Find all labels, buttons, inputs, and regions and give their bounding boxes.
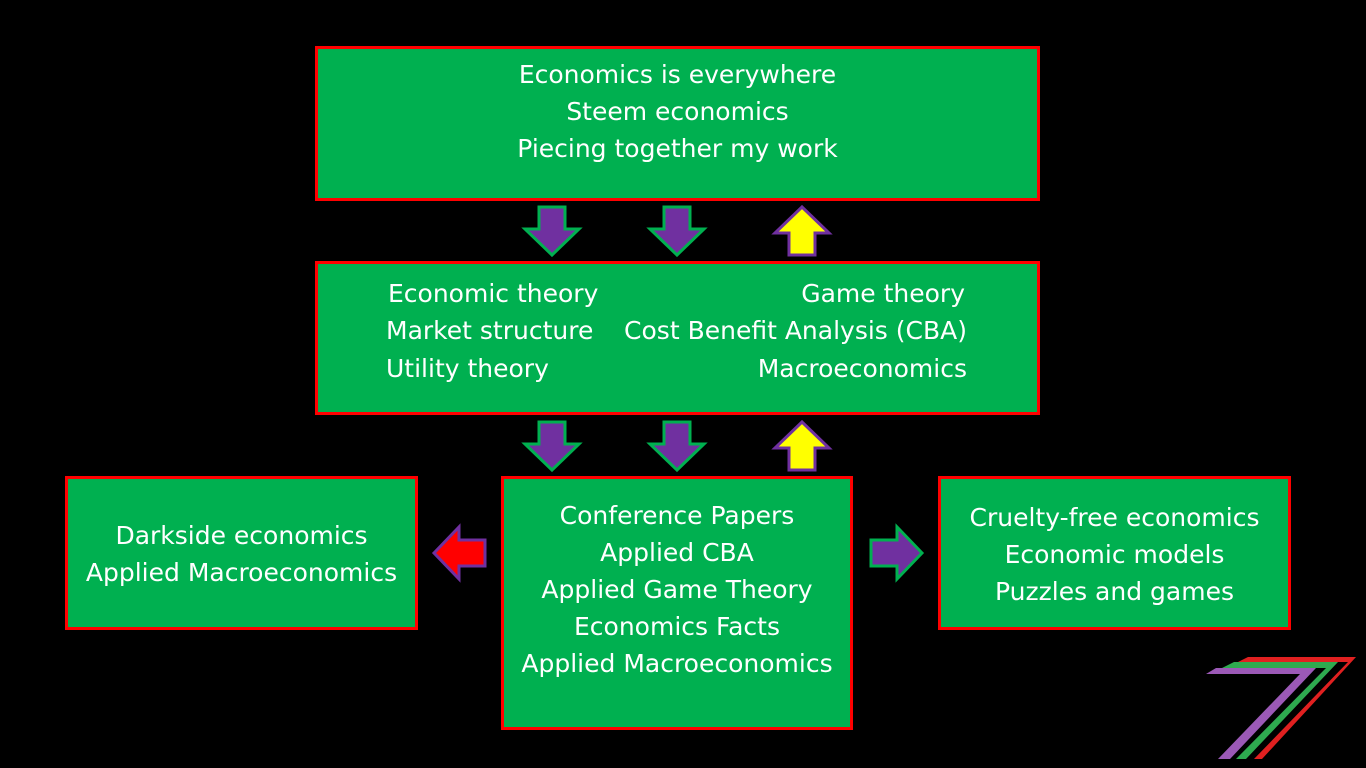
top-box-text: Economics is everywhere Steem economics … (318, 56, 1037, 167)
middle-left-line: Market structure (386, 316, 594, 345)
bottom-left-box-line: Applied Macroeconomics (85, 558, 398, 587)
down-arrow-1 (521, 205, 583, 258)
bottom-center-box-text: Conference Papers Applied CBA Applied Ga… (504, 497, 850, 682)
middle-right-line: Game theory (801, 279, 965, 308)
top-box-line: Piecing together my work (517, 134, 838, 163)
bottom-right-box-text: Cruelty-free economics Economic models P… (941, 499, 1288, 610)
middle-left-line: Utility theory (386, 354, 549, 383)
bottom-right-box-line: Economic models (1004, 540, 1225, 569)
middle-box: Economic theory Market structure Utility… (315, 261, 1040, 415)
bottom-center-box: Conference Papers Applied CBA Applied Ga… (501, 476, 853, 730)
up-arrow-1 (771, 204, 833, 257)
up-arrow-2 (771, 419, 833, 472)
bottom-left-box: Darkside economics Applied Macroeconomic… (65, 476, 418, 630)
bottom-right-box-line: Puzzles and games (995, 577, 1234, 606)
bottom-center-box-line: Applied Macroeconomics (521, 649, 833, 678)
bottom-center-box-line: Conference Papers (559, 501, 795, 530)
middle-right-line: Cost Benefit Analysis (CBA) (624, 316, 967, 345)
bottom-right-box: Cruelty-free economics Economic models P… (938, 476, 1291, 630)
middle-left-line: Economic theory (388, 279, 599, 308)
right-arrow (869, 523, 925, 583)
bottom-center-box-line: Applied CBA (600, 538, 754, 567)
left-arrow (431, 523, 487, 583)
middle-right-line: Macroeconomics (757, 354, 967, 383)
bottom-right-box-line: Cruelty-free economics (969, 503, 1260, 532)
bottom-left-box-line: Darkside economics (115, 521, 368, 550)
down-arrow-3 (521, 420, 583, 473)
seven-logo-icon (1206, 657, 1356, 759)
down-arrow-4 (646, 420, 708, 473)
down-arrow-2 (646, 205, 708, 258)
bottom-center-box-line: Economics Facts (574, 612, 780, 641)
bottom-center-box-line: Applied Game Theory (541, 575, 813, 604)
bottom-left-box-text: Darkside economics Applied Macroeconomic… (68, 517, 415, 591)
top-box-line: Economics is everywhere (518, 60, 837, 89)
top-box-line: Steem economics (566, 97, 789, 126)
top-box: Economics is everywhere Steem economics … (315, 46, 1040, 201)
